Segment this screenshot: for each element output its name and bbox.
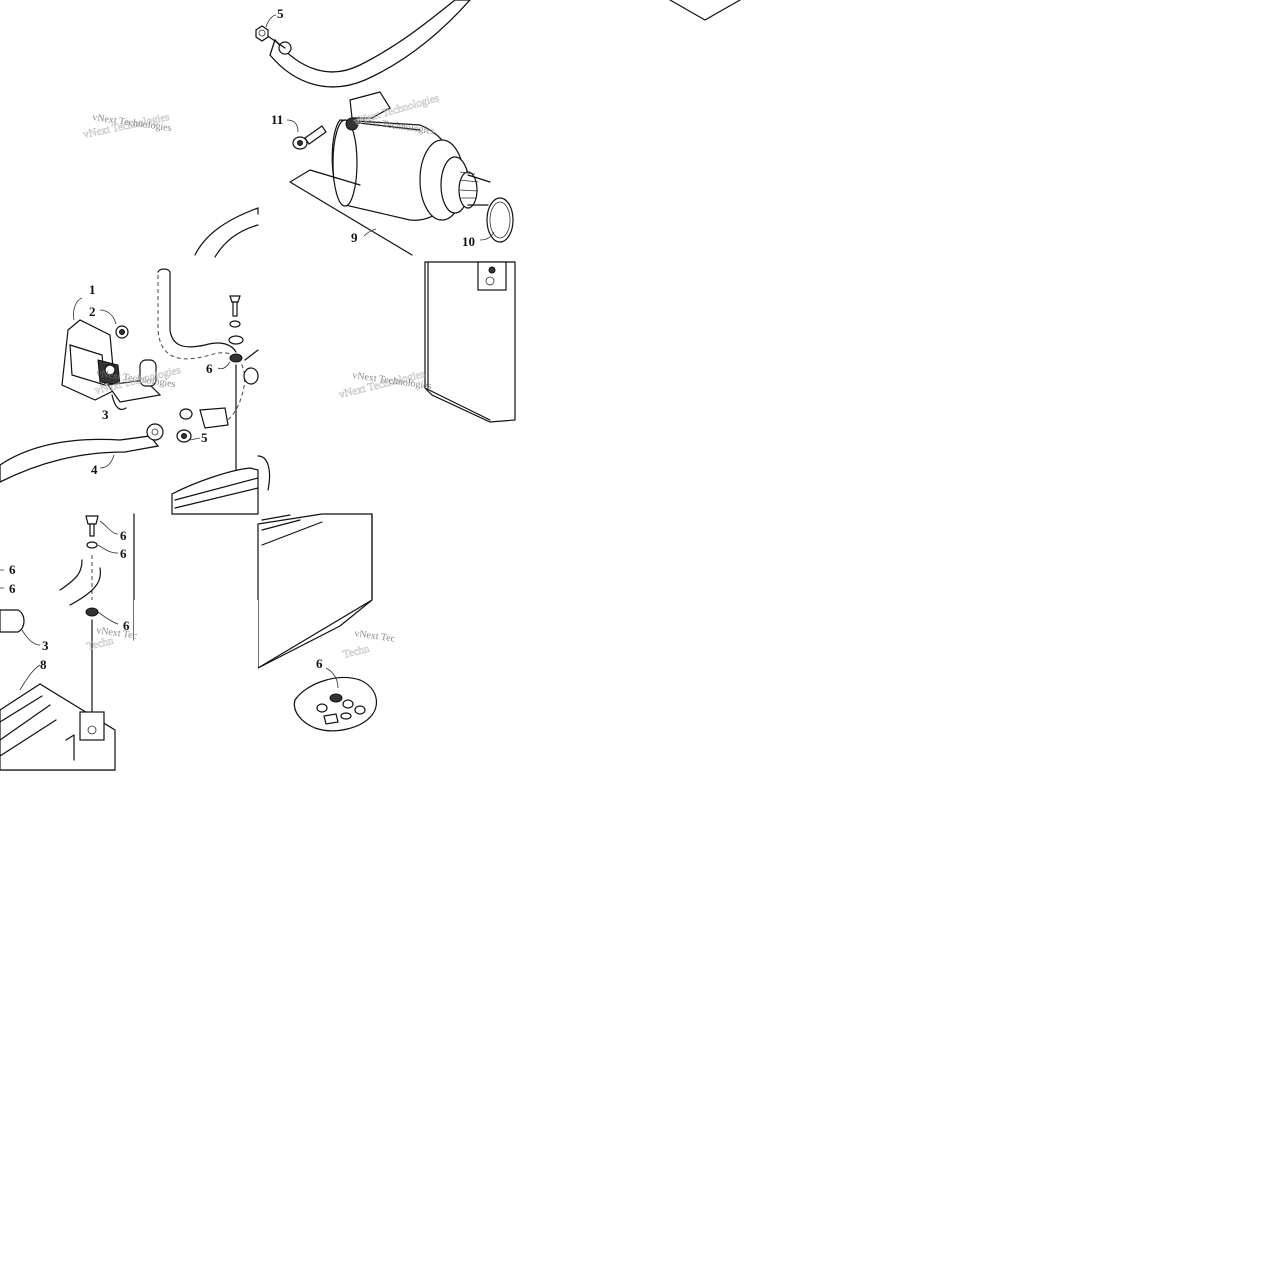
bottom-left-panel	[0, 513, 135, 771]
hidden-hose-path	[157, 275, 246, 427]
battery-case-lower[interactable]	[257, 513, 373, 670]
callout-6: 6	[9, 562, 16, 577]
starter-kit-bracket	[289, 169, 413, 256]
bolt-stack-part-6[interactable]	[228, 295, 244, 363]
callout-6: 6	[120, 546, 127, 561]
hardware-kit-part-6[interactable]	[293, 676, 378, 732]
starter-motor[interactable]	[331, 91, 491, 221]
callout-3: 3	[42, 638, 49, 653]
callout-4: 4	[91, 462, 98, 477]
bolt-stack-lower[interactable]	[85, 515, 99, 617]
callout-8: 8	[40, 657, 47, 672]
callout-2: 2	[89, 304, 96, 319]
screw-part-2[interactable]	[115, 325, 129, 339]
grommet[interactable]	[243, 367, 259, 385]
wire-end[interactable]	[0, 609, 25, 633]
starter-panel	[255, 0, 741, 423]
callout-6: 6	[206, 361, 213, 376]
callout-10: 10	[462, 234, 475, 249]
starter-terminal-bolt[interactable]	[345, 117, 359, 131]
o-ring-part-10[interactable]	[486, 197, 514, 243]
callout-5: 5	[277, 6, 284, 21]
callout-labels: 5 11 9 10 1 2 6 3 5 4 6 6 6 6 6 3 8 6	[9, 6, 475, 672]
battery-cable-part-4[interactable]	[0, 435, 160, 483]
wire-connector[interactable]	[199, 407, 229, 429]
callout-11: 11	[271, 112, 283, 127]
callout-6: 6	[123, 618, 130, 633]
watermark: vNext Tec	[354, 628, 397, 645]
battery-part-8[interactable]	[0, 683, 116, 771]
starter-solenoid-part-1[interactable]	[61, 319, 162, 403]
watermark-ghost: Techn	[342, 643, 371, 661]
frame-corner-fragment	[669, 0, 741, 21]
nut-part-5[interactable]	[255, 25, 269, 42]
bolt-part-11[interactable]	[292, 125, 327, 150]
solenoid-panel	[0, 207, 271, 515]
callout-1: 1	[89, 282, 96, 297]
callout-6: 6	[316, 656, 323, 671]
vent-hose[interactable]	[157, 268, 237, 353]
bottom-right-panel	[257, 513, 378, 732]
callout-9: 9	[351, 230, 358, 245]
battery-tray-upper[interactable]	[171, 467, 259, 515]
nut-part-5b[interactable]	[176, 408, 193, 443]
battery-upper[interactable]	[424, 261, 516, 423]
callout-6: 6	[120, 528, 127, 543]
callout-5: 5	[201, 430, 208, 445]
callout-3: 3	[102, 407, 109, 422]
watermark-ghost: Techn	[86, 635, 115, 653]
starter-cable[interactable]	[269, 0, 471, 88]
callout-6: 6	[9, 581, 16, 596]
cable-ring-terminal[interactable]	[146, 423, 164, 441]
